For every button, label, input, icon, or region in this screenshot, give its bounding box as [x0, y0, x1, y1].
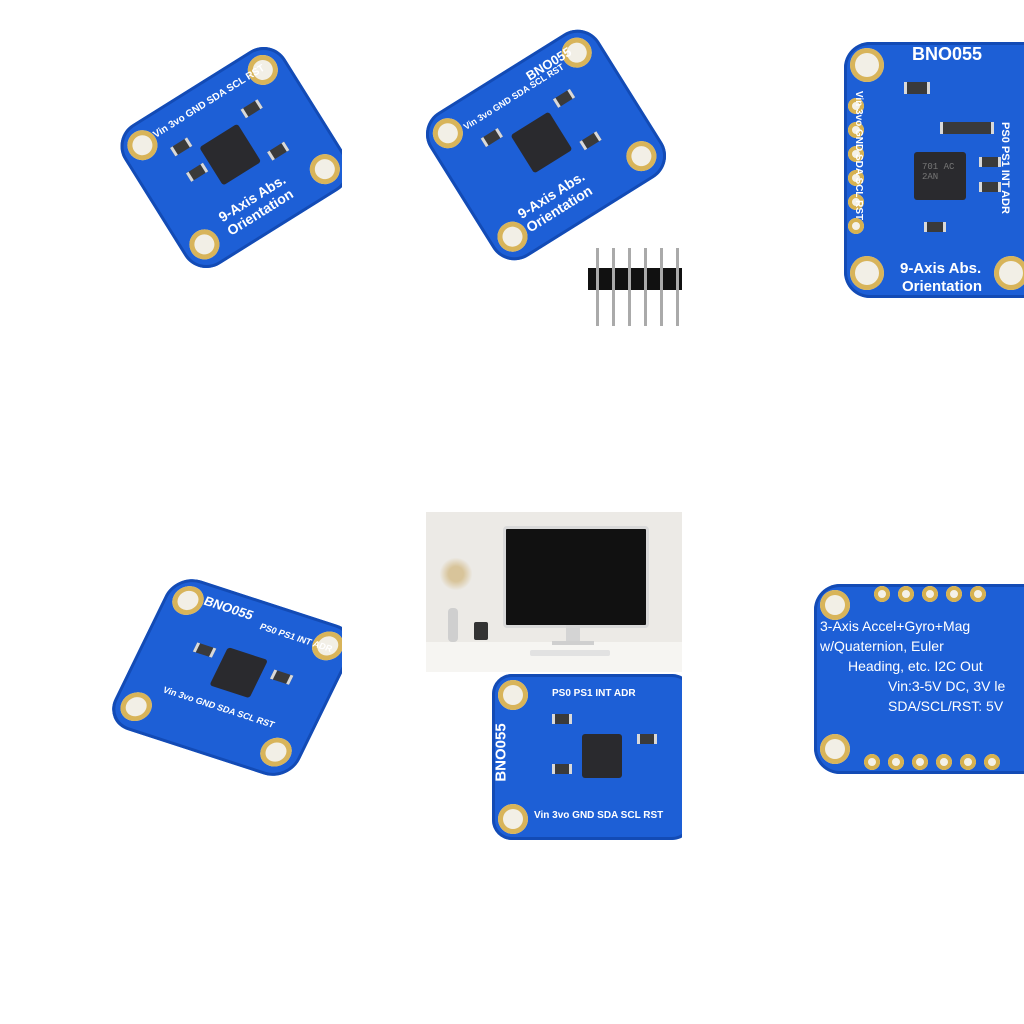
mounting-hole	[820, 590, 850, 620]
pin-labels-top: PS0 PS1 INT ADR	[552, 688, 636, 699]
breakout-board: BNO055 PS0 PS1 INT ADR Vin 3vo GND SDA S…	[110, 572, 342, 783]
smd-component	[979, 182, 1001, 192]
imu-chip	[510, 111, 573, 174]
mounting-hole	[850, 256, 884, 290]
breakout-board: 701 AC 2AN BNO055 Vin 3vo GND SDA SCL RS…	[844, 42, 1024, 298]
pin-labels-left: Vin 3vo GND SDA SCL RST	[853, 90, 865, 221]
mounting-hole	[255, 733, 297, 771]
mounting-hole	[304, 148, 342, 190]
smd-component	[185, 162, 209, 182]
mounting-hole	[115, 688, 158, 725]
mounting-hole	[427, 112, 469, 154]
keyboard	[530, 650, 610, 656]
mounting-hole	[167, 582, 209, 619]
board-title: 9-Axis Abs.	[900, 260, 982, 277]
board-model: BNO055	[492, 723, 510, 782]
smd-component	[552, 714, 572, 724]
spec-line-1: 3-Axis Accel+Gyro+Mag	[820, 618, 971, 634]
smd-component	[579, 131, 602, 151]
dried-flowers-icon	[436, 550, 476, 610]
product-photo-perspective: BNO055 PS0 PS1 INT ADR Vin 3vo GND SDA S…	[110, 560, 342, 800]
imu-chip	[199, 123, 262, 186]
smd-component	[979, 157, 1001, 167]
mounting-hole	[820, 734, 850, 764]
pin-labels-bottom: Vin 3vo GND SDA SCL RST	[534, 810, 664, 821]
imu-chip: 701 AC 2AN	[914, 152, 966, 200]
smd-component	[269, 669, 294, 685]
smd-component	[940, 122, 994, 134]
product-photo-top-view: 701 AC 2AN BNO055 Vin 3vo GND SDA SCL RS…	[830, 30, 1024, 310]
monitor-stand	[566, 625, 580, 643]
smd-component	[924, 222, 946, 232]
pin-labels-top: Vin 3vo GND SDA SCL RST	[151, 62, 267, 141]
mug-icon	[474, 622, 488, 640]
smd-component	[904, 82, 930, 94]
imu-chip	[582, 734, 622, 778]
board-model: BNO055	[912, 44, 983, 64]
smd-component	[552, 764, 572, 774]
monitor-base	[552, 641, 594, 645]
pin-labels-right: PS0 PS1 INT ADR	[998, 122, 1011, 214]
smd-component	[637, 734, 657, 744]
smd-component	[480, 128, 503, 148]
header-strip	[588, 268, 682, 290]
board-subtitle: Orientation	[902, 278, 983, 295]
breakout-board: 3-Axis Accel+Gyro+Mag w/Quaternion, Eule…	[814, 584, 1024, 774]
spec-line-2: w/Quaternion, Euler	[820, 638, 944, 654]
pin-labels-bottom: Vin 3vo GND SDA SCL RST	[161, 684, 277, 730]
breakout-board: BNO055 Vin 3vo GND SDA SCL RST 9-Axis Ab…	[426, 19, 676, 271]
computer-monitor	[503, 526, 649, 628]
smd-component	[552, 88, 576, 108]
mounting-hole	[498, 680, 528, 710]
spec-line-4: Vin:3-5V DC, 3V le	[888, 678, 1006, 694]
breakout-board: PS0 PS1 INT ADR BNO055 Vin 3vo GND SDA S…	[492, 674, 682, 840]
spec-line-5: SDA/SCL/RST: 5V	[888, 698, 1004, 714]
desk-surface	[426, 642, 682, 672]
mounting-hole	[994, 256, 1024, 290]
product-photo-desk-scene: PS0 PS1 INT ADR BNO055 Vin 3vo GND SDA S…	[426, 512, 682, 842]
imu-chip	[209, 647, 268, 699]
product-photo-angled-left: Vin 3vo GND SDA SCL RST 9-Axis Abs. Orie…	[110, 20, 342, 320]
vase-icon	[448, 608, 458, 642]
product-photo-angled-with-header: BNO055 Vin 3vo GND SDA SCL RST 9-Axis Ab…	[426, 10, 682, 330]
mounting-hole	[850, 48, 884, 82]
spec-line-3: Heading, etc. I2C Out	[848, 658, 983, 674]
mounting-hole	[498, 804, 528, 834]
smd-component	[192, 642, 217, 658]
board-model: BNO055	[201, 593, 257, 623]
smd-component	[170, 137, 193, 157]
mounting-hole	[620, 135, 663, 177]
smd-component	[267, 141, 290, 161]
smd-component	[240, 99, 263, 119]
breakout-board: Vin 3vo GND SDA SCL RST 9-Axis Abs. Orie…	[110, 37, 342, 278]
product-photo-back-side: 3-Axis Accel+Gyro+Mag w/Quaternion, Eule…	[800, 560, 1024, 800]
mounting-hole	[183, 223, 226, 266]
